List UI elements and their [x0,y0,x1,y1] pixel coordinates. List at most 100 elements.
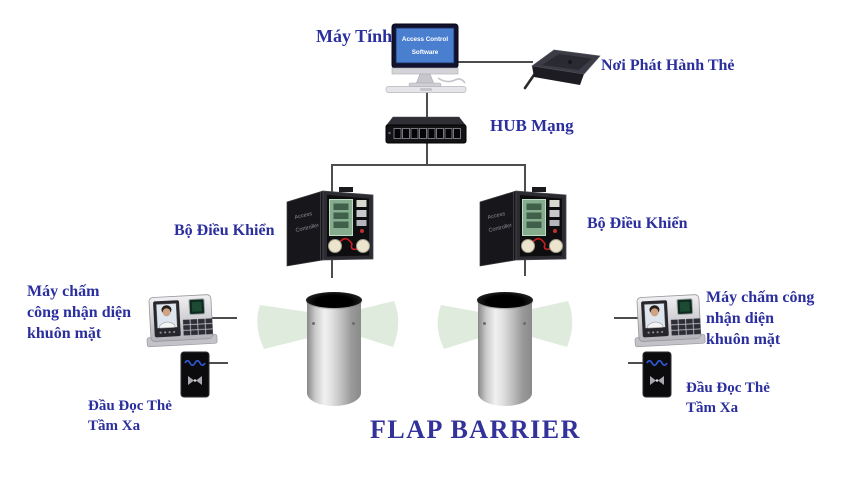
label-line: nhận diện [706,310,775,327]
pcb-chip [333,212,349,219]
terminal-buttons [647,330,664,334]
issuer-front-face [532,66,584,85]
monitor-base [408,82,442,87]
controller-wires [338,237,362,251]
door-text-line1: Access [487,211,506,221]
cable-hub-junction [426,143,428,165]
controller-led [553,229,557,233]
label-line: khuôn mặt [27,325,102,342]
network-hub [385,116,467,144]
card-reader-right-label: Đầu Đọc Thẻ Tầm Xa [686,378,796,418]
access-controller-right: Access Controller [479,187,567,267]
controller-relay [356,210,367,217]
controller-sticker [356,200,367,207]
label-line: Đầu Đọc Thẻ [686,380,770,396]
flap-barrier-left [306,292,362,406]
hub-ports [393,128,461,139]
reader-symbol [650,376,664,385]
controller-transformer [521,239,535,253]
door-text-line2: Controller [488,223,513,234]
controller-transformer [356,239,370,253]
issuer-logo-dot [568,60,572,64]
barrier-cylinder-top [477,292,533,308]
computer-device: Access Control Software [385,23,467,93]
controller-transformer [549,239,563,253]
cable-reader-left-stub [206,362,228,364]
fingerprint-window [191,301,202,312]
hub-label: HUB Mạng [490,116,574,135]
card-issuer-label: Nơi Phát Hành Thẻ [601,57,735,74]
face-photo [159,305,176,329]
software-title-line1: Access Control [402,36,448,43]
reader-symbol [188,376,202,385]
face-terminal-left [146,294,218,348]
pcb-chip [526,203,542,210]
reader-antenna-wave [646,359,668,367]
door-text-line1: Access [294,211,313,221]
barrier-right-wings [437,301,573,349]
monitor-screen [395,27,455,64]
controller-mount-tab [339,187,353,192]
reader-body [642,351,672,398]
terminal-buttons [159,330,176,334]
card-reader-right [642,351,672,398]
label-line: khuôn mặt [706,331,781,348]
controller-relay [549,210,560,217]
controller-transformer [328,239,342,253]
fingerprint-window [679,301,690,312]
controller-led [360,229,364,233]
controller-terminal [356,220,367,226]
label-line: Đầu Đọc Thẻ [88,398,172,414]
pcb-chip [526,221,542,228]
controller-terminal [549,220,560,226]
flap-barrier-title: FLAP BARRIER [370,415,581,444]
barrier-left-wings [257,301,399,349]
reader-body [180,351,210,398]
face-terminal-right-label: Máy chấm công nhận diện khuôn mặt [706,287,841,350]
label-line: Máy chấm [27,283,100,300]
card-reader-left-label: Đầu Đọc Thẻ Tầm Xa [88,396,198,436]
barrier-screw [523,322,526,325]
face-photo [647,305,664,329]
mouse-cable [437,77,466,84]
label-line: Máy chấm công [706,289,815,306]
access-controller-left: Access Controller [286,187,374,267]
cable-reader-right-stub [628,362,643,364]
pcb-chip [333,203,349,210]
computer-label: Máy Tính [316,26,393,46]
controller-mount-tab [532,187,546,192]
barrier-screw [312,322,315,325]
label-line: Tầm Xa [88,418,141,434]
label-line: Tầm Xa [686,400,739,416]
face-terminal-left-label: Máy chấm công nhận diện khuôn mặt [27,281,162,344]
hub-led [388,131,391,135]
cable-face-left-stub [212,317,237,319]
barrier-screw [483,322,486,325]
cable-face-right-stub [614,317,638,319]
controller-left-label: Bộ Điều Khiển [174,222,275,239]
controller-right-label: Bộ Điều Khiển [587,215,688,232]
flap-barrier-right [477,292,533,406]
software-title-line2: Software [412,49,439,56]
barrier-wing [361,301,399,347]
monitor-chin [391,67,459,75]
card-reader-left [180,351,210,398]
barrier-wing [257,305,308,349]
pcb-chip [526,212,542,219]
terminal-keypad [670,318,701,336]
cable-branch-horizontal [331,164,526,166]
controller-sticker [549,200,560,207]
terminal-keypad [182,318,213,336]
cable-computer-hub [426,92,428,117]
reader-antenna-wave [184,359,206,367]
keyboard-touchpad [420,88,432,91]
face-terminal-right [634,294,706,348]
label-line: công nhận diện [27,304,132,321]
barrier-screw [352,322,355,325]
monitor-stand [415,73,435,85]
barrier-cylinder-body [478,299,532,406]
barrier-wing [437,305,479,349]
barrier-cylinder-body [307,299,361,406]
pcb-chip [333,221,349,228]
